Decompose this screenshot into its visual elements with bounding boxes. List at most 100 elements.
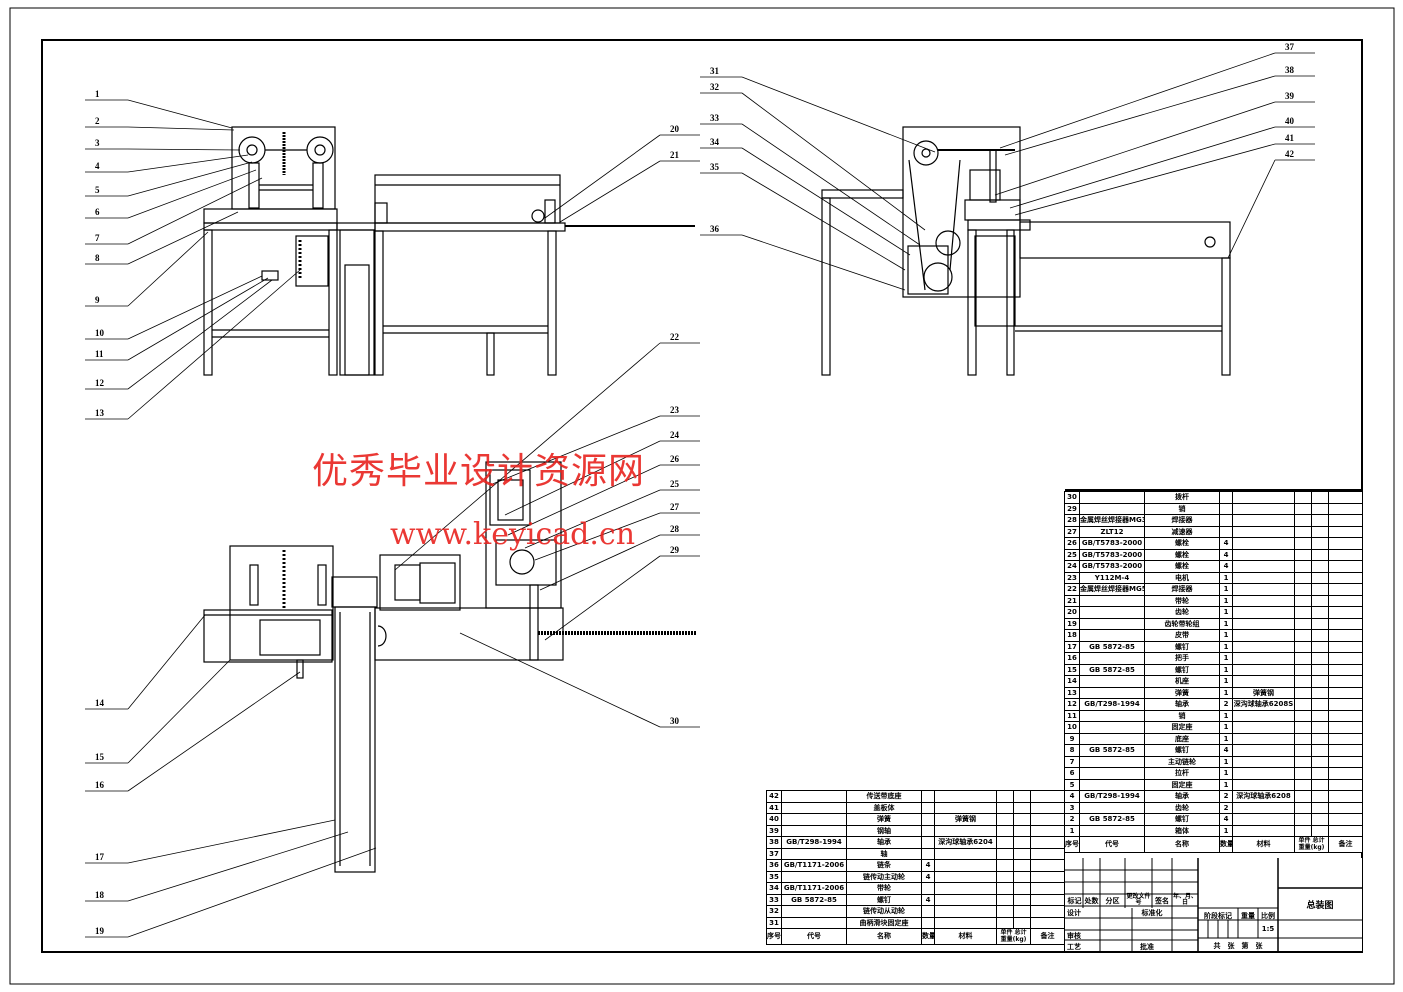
bom-cell: 8 [1065,745,1080,756]
bom-cell [1329,515,1362,526]
bom-header-weight-label: 重量(kg) [1000,936,1027,943]
bom-cell: 减速器 [1145,526,1220,537]
balloon-number: 15 [95,752,104,762]
bom-cell [922,837,935,848]
bom-cell [1220,503,1233,514]
bom-cell [1233,538,1295,549]
bom-cell [782,906,847,917]
bom-cell [1233,526,1295,537]
leader-line [1227,159,1276,259]
bom-cell: 螺栓 [1145,549,1220,560]
tb-count: 处数 [1084,897,1099,905]
bom-cell: 拨杆 [1145,492,1220,503]
bom-cell: 37 [767,848,782,859]
bom-cell: 固定座 [1145,722,1220,733]
bom-cell: 把手 [1145,653,1220,664]
bom-cell [1080,618,1145,629]
bom-cell [1014,917,1031,928]
bom-cell: 齿轮 [1145,802,1220,813]
bom-cell [1031,883,1064,894]
bom-cell [1233,572,1295,583]
bom-cell: 焊接器 [1145,584,1220,595]
bom-cell: 4 [922,894,935,905]
bom-cell [1080,492,1145,503]
balloon-number: 31 [710,66,719,76]
bom-header-no: 序号 [767,929,782,944]
bom-cell: 弹簧 [1145,687,1220,698]
balloon-number: 22 [670,332,679,342]
drawing-title: 总装图 [1306,901,1334,911]
leader-line [127,154,249,173]
leader-line [127,277,269,361]
bom-cell [997,825,1014,836]
bom-cell: 4 [1220,538,1233,549]
bom-cell: 2 [1220,802,1233,813]
bom-cell: 23 [1065,572,1080,583]
tb-design: 设计 [1067,909,1081,917]
leader-line [127,126,235,131]
bom-cell [1295,607,1312,618]
bom-cell: 弹簧钢 [1233,687,1295,698]
bom-cell: 40 [767,814,782,825]
bom-header-material: 材料 [935,929,997,944]
bom-cell [1329,699,1362,710]
bom-cell [1014,825,1031,836]
bom-cell [1233,745,1295,756]
bom-cell: 链传动主动轮 [847,871,922,882]
bom-cell [782,802,847,813]
bom-cell: 15 [1065,664,1080,675]
bom-cell [922,802,935,813]
balloon-number: 5 [95,185,100,195]
bom-header-remark: 备注 [1040,932,1055,940]
bom-cell [935,906,997,917]
balloon-number: 1 [95,89,100,99]
bom-header-weight-label: 重量(kg) [1298,844,1325,851]
bom-cell [1312,687,1329,698]
bom-cell: 7 [1065,756,1080,767]
bom-cell [1312,768,1329,779]
bom-cell: 传送带底座 [847,791,922,802]
bom-cell [1312,745,1329,756]
bom-header: 序号代号名称数量材料单件 总计重量(kg)备注 [767,929,1064,944]
bom-cell [1220,515,1233,526]
bom-cell: 11 [1065,710,1080,721]
leader-line [741,147,911,256]
bom-cell: 1 [1220,584,1233,595]
bom-cell [1031,849,1064,860]
bom-cell [782,848,847,859]
side-view [821,126,1231,376]
bom-cell: 1 [1220,653,1233,664]
bom-cell [1295,699,1312,710]
bom-cell [1233,733,1295,744]
bom-cell [1080,676,1145,687]
bom-cell [1312,561,1329,572]
bom-cell [1312,618,1329,629]
bom-cell: 深沟球轴承6204 [935,837,997,848]
bom-cell: 带轮 [847,883,922,894]
bom-cell: 1 [1065,825,1080,836]
leader-line [741,172,906,271]
bom-cell [1295,733,1312,744]
bom-cell [1080,722,1145,733]
tb-sign: 签名 [1155,897,1169,905]
bom-cell [1329,688,1362,699]
bom-cell [1220,526,1233,537]
leader-line [127,847,377,938]
bom-cell [1329,768,1362,779]
leader-line [127,831,349,902]
balloon-number: 27 [670,502,679,512]
leader-line [127,211,239,265]
bom-cell [1295,618,1312,629]
bom-cell [1312,710,1329,721]
bom-cell [1312,664,1329,675]
bom-header-code: 代号 [1080,837,1145,852]
bom-cell: 4 [1065,791,1080,802]
